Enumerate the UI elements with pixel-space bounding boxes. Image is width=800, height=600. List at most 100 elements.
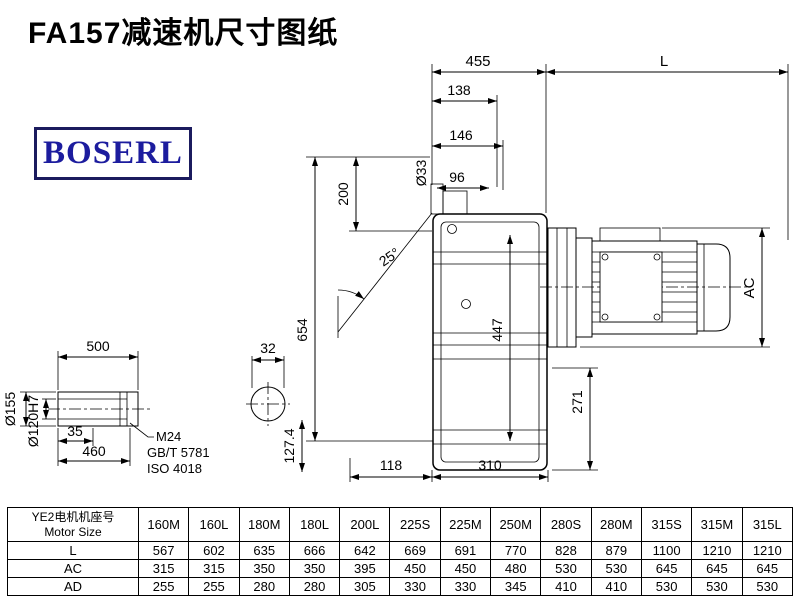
col-header-200L: 200L — [339, 507, 391, 542]
cell-AD-7: 345 — [490, 577, 542, 596]
table-row-AC: AC 315 315 350 350 395 450 450 480 530 5… — [7, 559, 794, 578]
cell-L-4: 642 — [339, 541, 391, 560]
cell-L-3: 666 — [288, 541, 341, 560]
cell-L-11: 1210 — [691, 541, 743, 560]
bolt-hole — [447, 224, 457, 234]
table-row-L: L 567 602 635 666 642 669 691 770 828 87… — [7, 541, 794, 560]
dim-32-label: 32 — [260, 340, 276, 356]
cell-L-6: 691 — [439, 541, 492, 560]
cell-AD-4: 305 — [339, 577, 391, 596]
gearbox-body — [432, 213, 548, 471]
dim-146-label: 146 — [449, 127, 473, 143]
cell-AC-11: 645 — [691, 559, 743, 578]
cell-L-10: 1100 — [640, 541, 693, 560]
cell-AC-0: 315 — [137, 559, 190, 578]
shaft-cross-section: 32 127.4 — [246, 340, 305, 472]
col-header-280M: 280M — [590, 507, 642, 542]
dim-200-label: 200 — [335, 182, 351, 206]
col-header-180M: 180M — [238, 507, 290, 542]
gearbox-housing — [432, 213, 548, 471]
cell-AC-5: 450 — [389, 559, 441, 578]
dim-L-label: L — [660, 53, 668, 70]
cell-L-12: 1210 — [741, 541, 794, 560]
cell-L-9: 879 — [590, 541, 642, 560]
cell-AC-1: 315 — [188, 559, 240, 578]
cell-AD-10: 530 — [640, 577, 693, 596]
motor — [540, 227, 750, 348]
angle-annotation: 25° — [337, 212, 433, 338]
col-header-160M: 160M — [137, 507, 190, 542]
bottom-dimension-lines: 118 310 — [349, 457, 549, 482]
dim-271-label: 271 — [569, 390, 585, 414]
top-dimension-lines: 455 L 138 146 96 Ø33 — [413, 53, 789, 240]
dim-455-label: 455 — [465, 53, 490, 70]
cell-AC-10: 645 — [640, 559, 693, 578]
dim-96-label: 96 — [449, 169, 465, 185]
dim-35-label: 35 — [67, 423, 83, 439]
motor-size-header-en: Motor Size — [44, 524, 102, 539]
dim-dia155-label: Ø155 — [2, 392, 18, 426]
standard-note-gb: GB/T 5781 — [147, 445, 210, 460]
col-header-315L: 315L — [741, 507, 794, 542]
table-header-row: YE2电机机座号 Motor Size 160M 160L 180M 180L … — [7, 507, 794, 542]
output-shaft — [57, 391, 139, 427]
cell-AC-8: 530 — [540, 559, 592, 578]
cell-AD-6: 330 — [439, 577, 492, 596]
motor-size-table: YE2电机机座号 Motor Size 160M 160L 180M 180L … — [7, 507, 794, 596]
cell-L-1: 602 — [188, 541, 240, 560]
motor-size-header: YE2电机机座号 Motor Size — [7, 507, 139, 542]
logo-text: BOSERL — [43, 135, 183, 171]
cell-AC-4: 395 — [339, 559, 391, 578]
cell-L-2: 635 — [238, 541, 290, 560]
standard-note-iso: ISO 4018 — [147, 461, 202, 476]
row-label-AC: AC — [7, 559, 139, 578]
cell-AC-9: 530 — [590, 559, 642, 578]
motor-flange — [547, 227, 577, 348]
cell-L-8: 828 — [540, 541, 592, 560]
col-header-225M: 225M — [439, 507, 492, 542]
cell-AD-12: 530 — [741, 577, 794, 596]
cell-L-0: 567 — [137, 541, 190, 560]
col-header-250M: 250M — [490, 507, 542, 542]
table-row-AD: AD 255 255 280 280 305 330 330 345 410 4… — [7, 577, 794, 596]
dim-310-label: 310 — [478, 457, 502, 473]
cell-AD-2: 280 — [238, 577, 290, 596]
right-dimension-lines: AC — [580, 227, 770, 348]
motor-front-ring — [575, 237, 593, 338]
cell-AD-0: 255 — [137, 577, 190, 596]
cell-AC-3: 350 — [288, 559, 341, 578]
cell-AD-9: 410 — [590, 577, 642, 596]
dim-138-label: 138 — [447, 82, 471, 98]
cell-AD-3: 280 — [288, 577, 341, 596]
col-header-180L: 180L — [288, 507, 341, 542]
thread-note-m24: M24 — [156, 429, 181, 444]
motor-frame-detail — [599, 251, 663, 323]
dim-127-label: 127.4 — [281, 428, 297, 463]
col-header-160L: 160L — [188, 507, 240, 542]
cell-AC-7: 480 — [490, 559, 542, 578]
cell-AC-2: 350 — [238, 559, 290, 578]
cell-AD-5: 330 — [389, 577, 441, 596]
fan-cover — [696, 243, 731, 332]
cell-AD-8: 410 — [540, 577, 592, 596]
page-title: FA157减速机尺寸图纸 — [28, 17, 339, 50]
cell-AC-6: 450 — [439, 559, 492, 578]
cell-L-5: 669 — [389, 541, 441, 560]
dim-dia33-label: Ø33 — [413, 160, 429, 187]
input-shaft-body — [442, 190, 468, 215]
dim-460-label: 460 — [82, 443, 106, 459]
cell-L-7: 770 — [490, 541, 542, 560]
logo-box: BOSERL — [34, 127, 192, 180]
terminal-box — [599, 227, 661, 242]
bolt-hole — [461, 299, 471, 309]
col-header-315S: 315S — [640, 507, 693, 542]
col-header-280S: 280S — [540, 507, 592, 542]
left-dimension-lines: 654 200 — [294, 156, 433, 442]
row-label-L: L — [7, 541, 139, 560]
dim-500-label: 500 — [86, 338, 110, 354]
dim-AC-label: AC — [741, 277, 758, 298]
dim-118-label: 118 — [380, 457, 403, 473]
dim-dia120-label: Ø120H7 — [25, 395, 41, 447]
dim-447-label: 447 — [489, 318, 505, 342]
